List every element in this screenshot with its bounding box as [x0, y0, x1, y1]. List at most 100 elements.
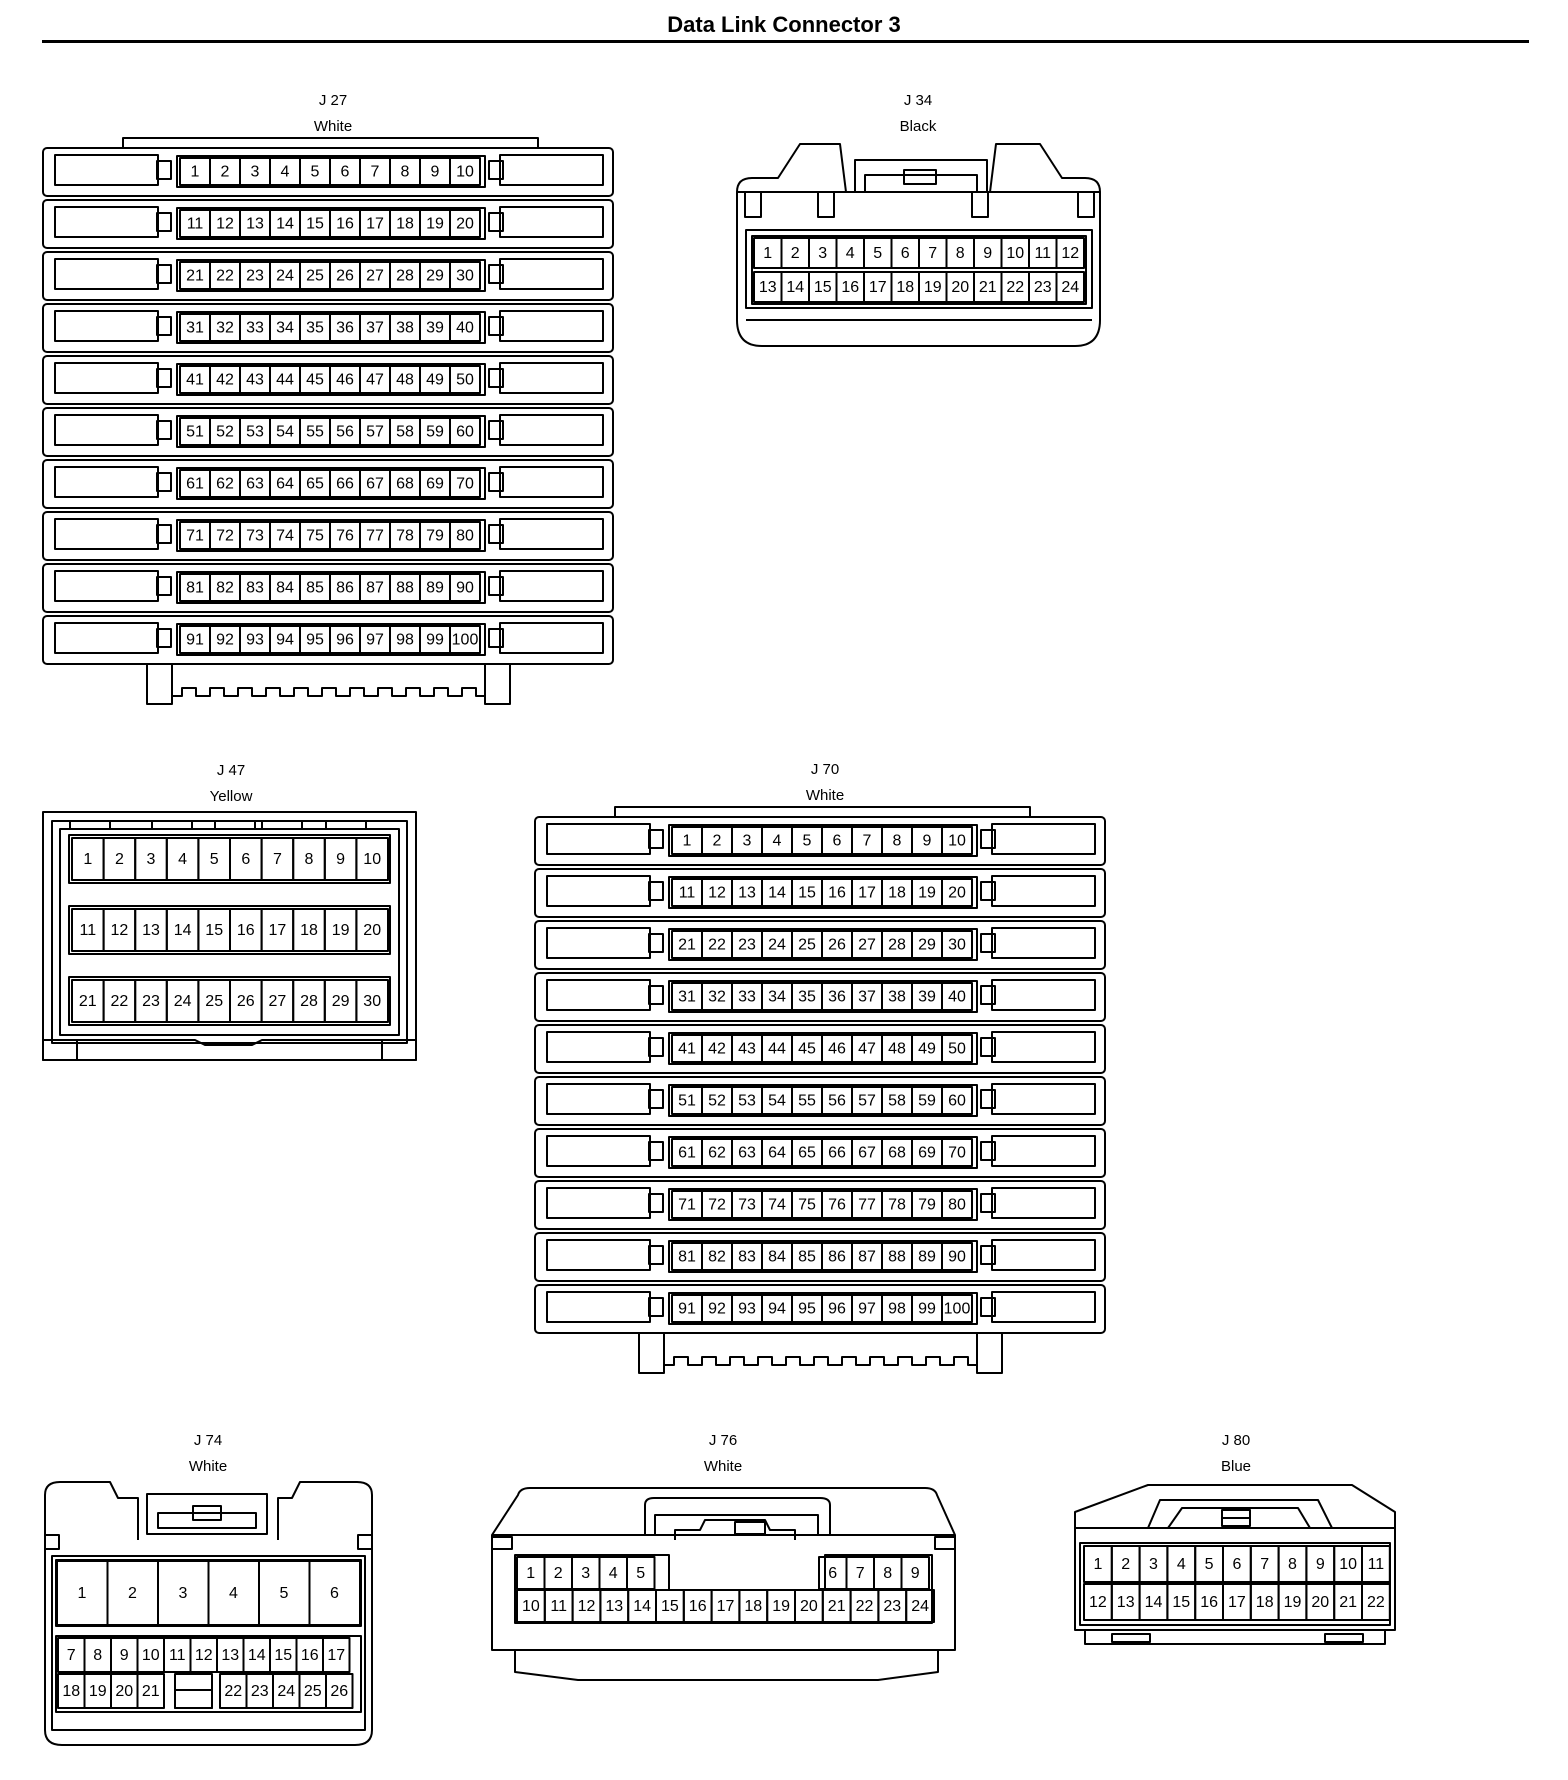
pin-label: 31 — [678, 989, 696, 1006]
pin-label: 24 — [277, 1683, 295, 1700]
connector-outline — [514, 1650, 939, 1681]
pin-cell — [941, 930, 973, 959]
pin-label: 64 — [276, 476, 294, 493]
pin-label: 26 — [237, 993, 255, 1010]
connector-latch — [151, 820, 193, 830]
pin-label: 24 — [276, 268, 294, 285]
connector-latch — [192, 1505, 222, 1521]
pin-label: 29 — [918, 937, 936, 954]
pin-label: 10 — [456, 164, 474, 181]
row-rib — [499, 622, 604, 654]
pin-cell — [449, 261, 481, 290]
pin-label: 51 — [186, 424, 204, 441]
pin-label: 15 — [306, 216, 324, 233]
pin-label: 15 — [205, 922, 223, 939]
lock-tab — [648, 1297, 664, 1317]
pin-label: 17 — [858, 885, 876, 902]
pin-label: 92 — [216, 632, 234, 649]
pin-label: 9 — [911, 1565, 920, 1582]
pin-label: 88 — [888, 1249, 906, 1266]
lock-tab — [980, 1089, 996, 1109]
pin-label: 9 — [120, 1647, 129, 1664]
pin-label: 78 — [888, 1197, 906, 1214]
row-rib — [499, 518, 604, 550]
pin-label: 2 — [115, 851, 124, 868]
pin-label: 67 — [366, 476, 384, 493]
pin-label: 43 — [246, 372, 264, 389]
pin-label: 19 — [918, 885, 936, 902]
pin-label: 16 — [841, 279, 859, 296]
pin-label: 4 — [1177, 1556, 1186, 1573]
pin-label: 79 — [426, 528, 444, 545]
lock-tab — [488, 160, 504, 180]
pin-label: 5 — [1205, 1556, 1214, 1573]
pin-cell — [308, 1560, 361, 1626]
pin-label: 98 — [396, 632, 414, 649]
pin-label: 12 — [708, 885, 726, 902]
connector-id: J 74 — [194, 1432, 222, 1449]
foot — [976, 1332, 1003, 1374]
pin-label: 47 — [858, 1041, 876, 1058]
pin-label: 52 — [216, 424, 234, 441]
row-rib — [546, 1083, 651, 1115]
pin-label: 19 — [772, 1598, 790, 1615]
lock-tab — [980, 881, 996, 901]
lock-tab — [357, 1534, 373, 1550]
connector-housing — [1074, 1484, 1396, 1631]
pin-label: 10 — [1006, 245, 1024, 262]
pin-label: 21 — [828, 1598, 846, 1615]
pin-label: 81 — [186, 580, 204, 597]
connector-id: J 76 — [709, 1432, 737, 1449]
lock-tab — [648, 1089, 664, 1109]
pin-label: 91 — [678, 1301, 696, 1318]
pin-row — [668, 980, 978, 1013]
pin-label: 13 — [738, 885, 756, 902]
pin-cell — [449, 417, 481, 446]
pin-label: 13 — [1117, 1594, 1135, 1611]
connector-latch — [1221, 1517, 1251, 1527]
pin-label: 6 — [901, 245, 910, 262]
row-rib — [499, 154, 604, 186]
pin-label: 20 — [800, 1598, 818, 1615]
lock-tab — [648, 829, 664, 849]
pin-label: 27 — [269, 993, 287, 1010]
pin-label: 22 — [856, 1598, 874, 1615]
pin-label: 51 — [678, 1093, 696, 1110]
pin-label: 16 — [689, 1598, 707, 1615]
pin-label: 17 — [366, 216, 384, 233]
pin-label: 96 — [828, 1301, 846, 1318]
pin-label: 7 — [928, 245, 937, 262]
pin-label: 18 — [396, 216, 414, 233]
pin-label: 72 — [708, 1197, 726, 1214]
pin-label: 21 — [186, 268, 204, 285]
pin-label: 18 — [300, 922, 318, 939]
foot — [381, 1039, 417, 1061]
pin-row — [176, 571, 486, 604]
connector-row — [534, 972, 1106, 1022]
pin-label: 86 — [336, 580, 354, 597]
pin-label: 94 — [768, 1301, 786, 1318]
pin-row — [176, 519, 486, 552]
pin-row — [668, 1240, 978, 1273]
pin-label: 9 — [336, 851, 345, 868]
pin-label: 34 — [768, 989, 786, 1006]
lock-tab — [156, 160, 172, 180]
pin-label: 20 — [951, 279, 969, 296]
pin-label: 19 — [426, 216, 444, 233]
connector-row — [534, 1024, 1106, 1074]
pin-label: 100 — [944, 1301, 971, 1318]
pin-cell — [449, 313, 481, 342]
pin-label: 14 — [633, 1598, 651, 1615]
pin-label: 59 — [426, 424, 444, 441]
pin-block — [55, 1635, 362, 1713]
lock-tab — [491, 1536, 513, 1550]
pin-label: 20 — [115, 1683, 133, 1700]
pin-label: 1 — [78, 1585, 87, 1602]
pin-block — [745, 229, 1093, 309]
row-rib — [499, 206, 604, 238]
pin-cell — [1361, 1583, 1391, 1621]
pin-label: 63 — [246, 476, 264, 493]
pin-label: 6 — [833, 833, 842, 850]
pin-cell — [355, 837, 389, 881]
